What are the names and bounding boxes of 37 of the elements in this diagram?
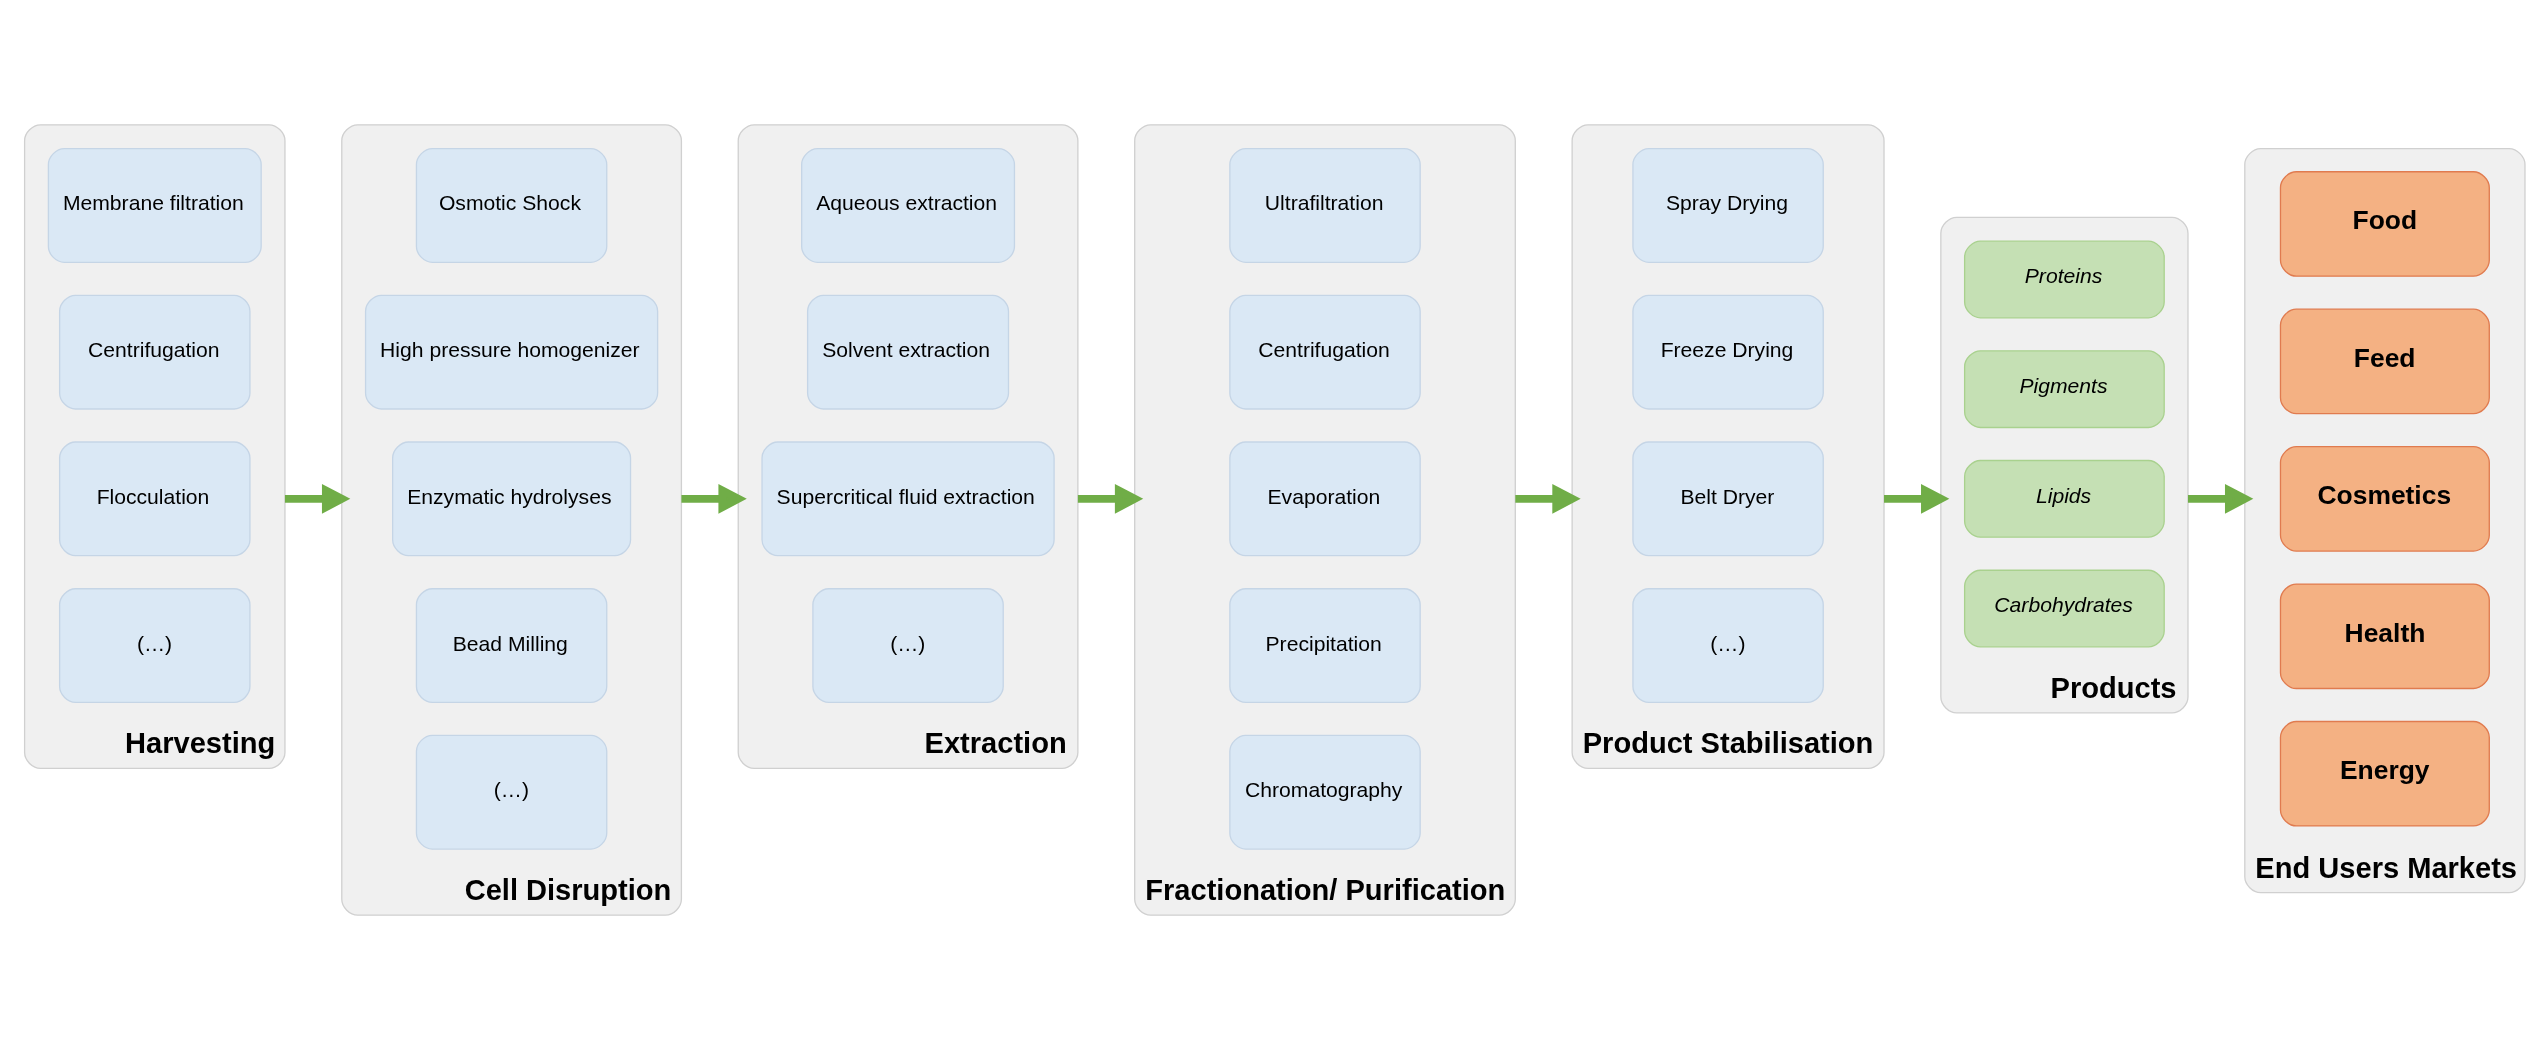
arrow — [284, 483, 351, 514]
arrow — [2187, 483, 2254, 514]
node-box: Precipitation — [1229, 587, 1421, 703]
node-box: Energy — [2279, 720, 2490, 827]
arrow — [1077, 483, 1144, 514]
node-box: (…) — [812, 587, 1004, 703]
node-box: Flocculation — [58, 440, 251, 556]
arrow — [1884, 483, 1950, 514]
node-box: Spray Drying — [1632, 147, 1824, 263]
node-box: Solvent extraction — [806, 294, 1010, 410]
node-box: Centrifugation — [58, 294, 251, 410]
arrow — [1515, 483, 1581, 514]
node-box: Health — [2279, 582, 2490, 689]
node-box: Bead Milling — [415, 587, 608, 703]
node-box: Carbohydrates — [1963, 569, 2165, 648]
node-box: High pressure homogenizer — [364, 294, 659, 410]
node-box: Freeze Drying — [1632, 294, 1824, 410]
node-box: Ultrafiltration — [1229, 147, 1421, 263]
node-box: (…) — [415, 734, 608, 850]
node-box: Cosmetics — [2279, 445, 2490, 552]
node-box: Chromatography — [1229, 734, 1421, 850]
node-box: Aqueous extraction — [801, 147, 1016, 263]
node-box: Feed — [2279, 308, 2490, 414]
node-box: Lipids — [1963, 459, 2165, 538]
node-box: (…) — [58, 587, 251, 703]
node-box: Belt Dryer — [1632, 440, 1824, 556]
node-box: (…) — [1632, 587, 1824, 703]
node-box: Supercritical fluid extraction — [761, 440, 1055, 556]
node-box: Food — [2279, 170, 2490, 277]
arrow — [681, 483, 747, 514]
node-box: Centrifugation — [1229, 294, 1421, 410]
node-box: Osmotic Shock — [415, 147, 608, 263]
node-box: Membrane filtration — [47, 147, 262, 263]
node-box: Pigments — [1963, 349, 2165, 428]
node-box: Proteins — [1963, 240, 2165, 318]
node-box: Enzymatic hydrolyses — [392, 440, 632, 556]
node-box: Evaporation — [1229, 440, 1421, 556]
